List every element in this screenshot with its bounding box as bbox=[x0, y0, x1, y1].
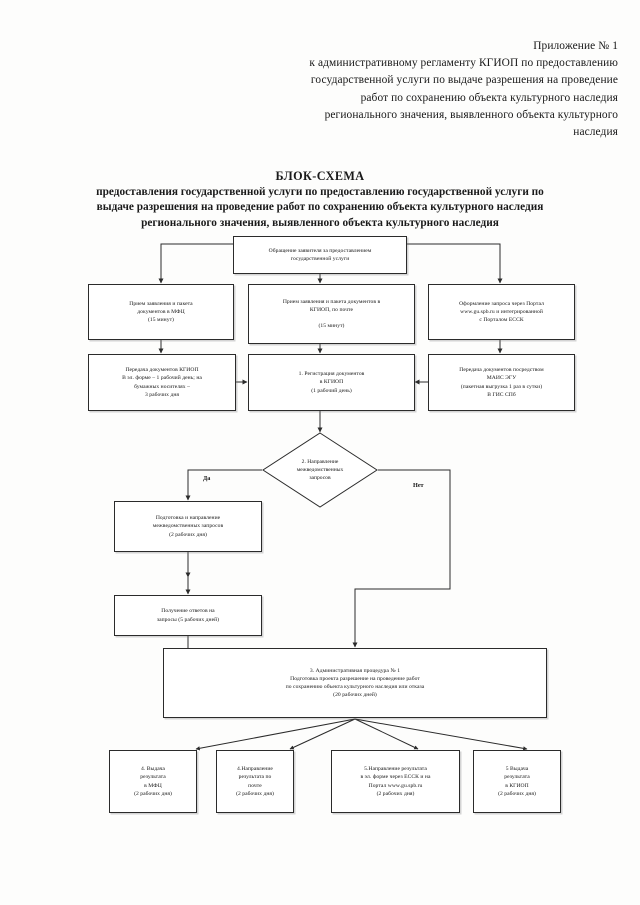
flow-node-mfc-intake-label: Прием заявления и пакета документов в МФ… bbox=[129, 300, 193, 324]
flow-node-kgiop-intake-label: Прием заявления и пакета документов в КГ… bbox=[282, 298, 381, 330]
flow-node-result-post: 4.Направление результата по почте (2 раб… bbox=[216, 750, 294, 813]
page-title-main: БЛОК-СХЕМА bbox=[275, 169, 365, 183]
page-title-sub-1: предоставления государственной услуги по… bbox=[96, 186, 544, 198]
appendix-header-line-2: к административному регламенту КГИОП по … bbox=[309, 57, 618, 70]
appendix-header: Приложение № 1 к административному регла… bbox=[198, 38, 618, 141]
flow-node-transfer-mais-label: Передача документов посредством МАИС ЭГУ… bbox=[459, 367, 544, 398]
flow-node-result-mfc: 4. Выдача результата в МФЦ (2 рабочих дн… bbox=[109, 750, 197, 813]
flow-node-result-kgiop-label: 5 Выдача результата в КГИОП (2 рабочих д… bbox=[498, 766, 536, 797]
appendix-header-line-3: государственной услуги по выдаче разреше… bbox=[310, 74, 618, 87]
flow-node-start-label: Обращение заявителя за предоставлением г… bbox=[268, 247, 372, 262]
page-title-sub-2: выдаче разрешения на проведение работ по… bbox=[96, 201, 544, 214]
flow-node-registration: 1. Регистрация документов в КГИОП (1 раб… bbox=[248, 354, 415, 411]
appendix-header-line-4: работ по сохранению объекта культурного … bbox=[360, 91, 618, 104]
flow-node-procedure-1-label: 3. Административная процедура № 1 Подгот… bbox=[285, 667, 425, 699]
flow-node-start: Обращение заявителя за предоставлением г… bbox=[233, 236, 407, 274]
page-title: БЛОК-СХЕМА предоставления государственно… bbox=[0, 168, 640, 231]
flow-node-decision-label: 2. Направление межведомственных запросов bbox=[296, 458, 344, 482]
flow-node-result-essk-label: 5.Направление результата в эл. форме чер… bbox=[360, 766, 431, 797]
flow-node-transfer-mfc-label: Передача документов КГИОП В эл. форме – … bbox=[122, 367, 202, 398]
flow-node-portal-intake-label: Оформление запроса через Портал www.gu.s… bbox=[459, 300, 544, 324]
flow-node-procedure-1: 3. Административная процедура № 1 Подгот… bbox=[163, 648, 547, 718]
flow-node-mfc-intake: Прием заявления и пакета документов в МФ… bbox=[88, 284, 234, 340]
flow-node-registration-label: 1. Регистрация документов в КГИОП (1 раб… bbox=[298, 371, 365, 394]
appendix-header-line-5: регионального значения, выявленного объе… bbox=[324, 108, 618, 121]
flow-node-prepare-requests: Подготовка и направление межведомственны… bbox=[114, 501, 262, 552]
flow-node-result-mfc-label: 4. Выдача результата в МФЦ (2 рабочих дн… bbox=[134, 766, 172, 797]
flow-node-receive-answers-label: Получение ответов на запросы (5 рабочих … bbox=[156, 608, 220, 623]
branch-label-yes: Да bbox=[203, 475, 211, 482]
flow-node-receive-answers: Получение ответов на запросы (5 рабочих … bbox=[114, 595, 262, 636]
flow-node-decision: 2. Направление межведомственных запросов bbox=[262, 432, 378, 508]
flow-node-result-essk: 5.Направление результата в эл. форме чер… bbox=[331, 750, 460, 813]
flow-node-result-kgiop: 5 Выдача результата в КГИОП (2 рабочих д… bbox=[473, 750, 561, 813]
decision-diamond-shape bbox=[262, 432, 378, 508]
flow-node-prepare-requests-label: Подготовка и направление межведомственны… bbox=[152, 515, 224, 538]
flowchart: Обращение заявителя за предоставлением г… bbox=[0, 232, 640, 832]
flow-node-result-post-label: 4.Направление результата по почте (2 раб… bbox=[236, 766, 274, 797]
appendix-header-line-6: наследия bbox=[573, 126, 618, 139]
flow-node-kgiop-intake: Прием заявления и пакета документов в КГ… bbox=[248, 284, 415, 344]
page-title-sub-3: регионального значения, выявленного объе… bbox=[141, 216, 499, 229]
flow-node-transfer-mais: Передача документов посредством МАИС ЭГУ… bbox=[428, 354, 575, 411]
flow-node-portal-intake: Оформление запроса через Портал www.gu.s… bbox=[428, 284, 575, 340]
appendix-header-line-1: Приложение № 1 bbox=[533, 40, 618, 52]
flow-node-transfer-mfc: Передача документов КГИОП В эл. форме – … bbox=[88, 354, 236, 411]
branch-label-no: Нет bbox=[413, 482, 424, 489]
